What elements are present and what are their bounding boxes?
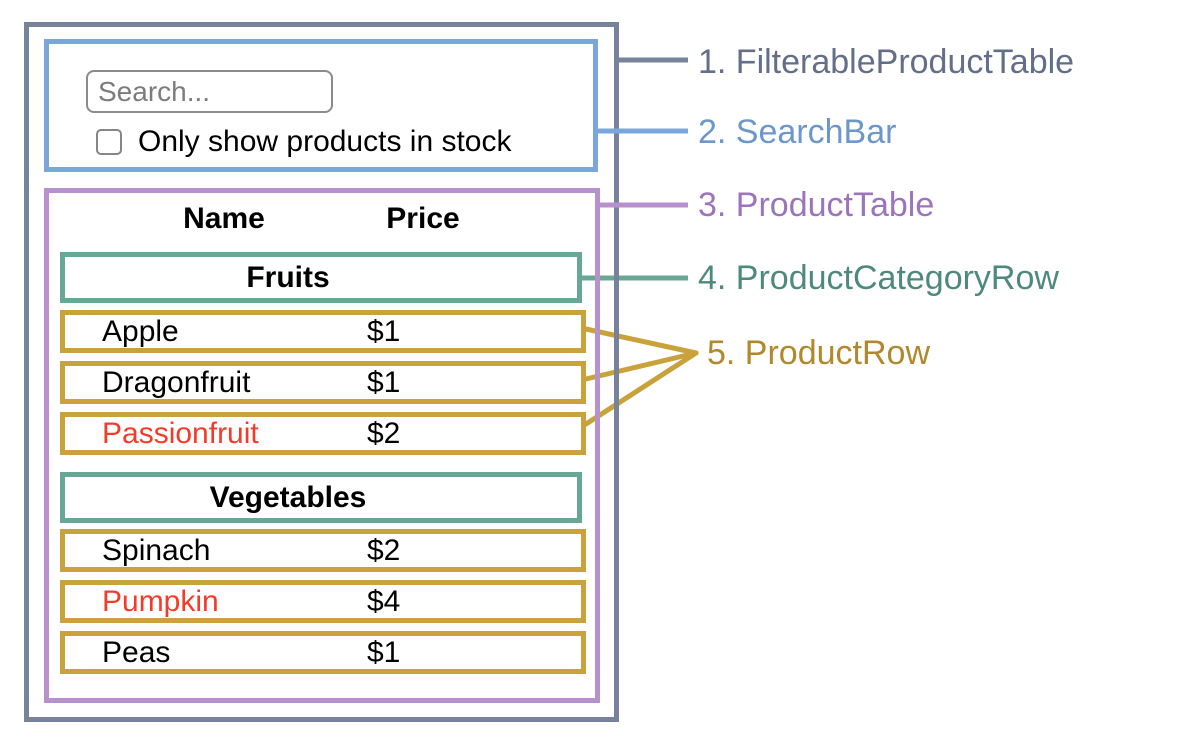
product-name: Spinach	[102, 533, 211, 567]
product-price: $1	[367, 314, 401, 348]
product-row-dragonfruit: Dragonfruit $1	[60, 361, 586, 404]
product-row-spinach: Spinach $2	[60, 529, 586, 572]
product-name: Pumpkin	[102, 584, 219, 618]
category-row-vegetables: Vegetables	[60, 472, 582, 523]
search-bar-box	[44, 39, 598, 172]
product-name: Passionfruit	[102, 416, 259, 450]
product-row-passionfruit: Passionfruit $2	[60, 412, 586, 455]
column-header-name: Name	[183, 202, 265, 235]
product-price: $4	[367, 584, 401, 618]
product-price: $1	[367, 365, 401, 399]
product-row-pumpkin: Pumpkin $4	[60, 580, 586, 623]
category-row-fruits: Fruits	[60, 252, 582, 303]
legend-product-row: 5. ProductRow	[707, 334, 930, 372]
product-name: Apple	[102, 314, 179, 348]
column-header-price: Price	[386, 202, 460, 235]
legend-product-category-row: 4. ProductCategoryRow	[698, 259, 1059, 297]
legend-product-table: 3. ProductTable	[698, 186, 935, 224]
product-price: $1	[367, 635, 401, 669]
in-stock-checkbox[interactable]	[96, 129, 122, 155]
legend-filterable-product-table: 1. FilterableProductTable	[698, 43, 1075, 81]
product-price: $2	[367, 416, 401, 450]
product-price: $2	[367, 533, 401, 567]
in-stock-checkbox-label: Only show products in stock	[138, 125, 512, 158]
product-row-apple: Apple $1	[60, 310, 586, 353]
product-name: Dragonfruit	[102, 365, 251, 399]
product-row-peas: Peas $1	[60, 631, 586, 674]
category-label: Vegetables	[209, 480, 367, 514]
legend-search-bar: 2. SearchBar	[698, 113, 897, 151]
category-label: Fruits	[246, 260, 330, 294]
search-input[interactable]	[86, 70, 333, 113]
product-name: Peas	[102, 635, 171, 669]
product-table-box	[44, 188, 600, 703]
